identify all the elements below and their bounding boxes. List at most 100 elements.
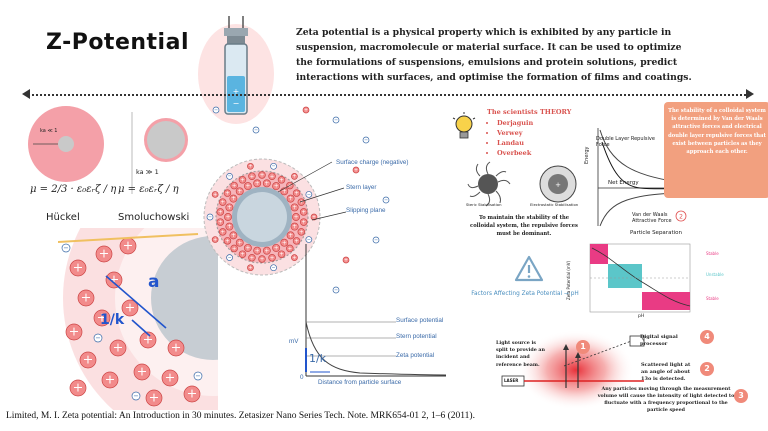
- charge-sign: −: [334, 288, 338, 293]
- charge-sign: −: [272, 266, 276, 271]
- step-2-badge: 2: [700, 362, 714, 376]
- stability-box: [664, 102, 768, 198]
- charge-sign: +: [248, 265, 252, 271]
- charge-sign: −: [214, 108, 218, 113]
- positive-charge-icon: [139, 331, 157, 349]
- positive-charge-icon: [286, 244, 294, 253]
- energy-xlabel: Particle Separation: [630, 230, 682, 236]
- charge-sign: +: [292, 224, 297, 230]
- warning-icon: [514, 255, 544, 282]
- positive-charge-icon: [291, 172, 298, 180]
- positive-charge-icon: [167, 339, 185, 357]
- charge-sign: −: [133, 392, 138, 400]
- charge-sign: +: [143, 333, 154, 348]
- positive-charge-icon: [161, 369, 179, 387]
- positive-charge-icon: [297, 198, 306, 206]
- positive-charge-icon: [235, 238, 244, 247]
- negative-charge-icon: [362, 136, 370, 144]
- stabilisation-diagrams: +: [467, 161, 577, 207]
- smoluchowski-condition: ka ≫ 1: [136, 168, 159, 176]
- svg-text:+: +: [233, 87, 240, 96]
- charge-sign: +: [218, 209, 223, 215]
- positive-charge-icon: [248, 254, 256, 262]
- double-layer-zoom: ++++++++++++++++++−−−−: [58, 228, 218, 410]
- charge-sign: +: [226, 215, 231, 221]
- positive-charge-icon: [69, 259, 87, 277]
- positive-charge-icon: [145, 389, 163, 407]
- slipping-plane-label: Slipping plane: [346, 207, 386, 214]
- divider-arrow-right: [746, 89, 754, 99]
- positive-charge-icon: [105, 271, 123, 289]
- charge-sign: −: [228, 256, 232, 261]
- charge-sign: +: [292, 205, 297, 211]
- positive-charge-icon: [79, 351, 97, 369]
- negative-charge-icon: [305, 236, 313, 243]
- charge-sign: +: [245, 184, 250, 190]
- positive-charge-icon: [133, 363, 151, 381]
- ph-ylabel: Zeta Potential (mV): [566, 260, 571, 300]
- model-diagrams: [28, 106, 188, 194]
- theory-title: The scientists THEORY: [487, 108, 572, 116]
- charge-sign: +: [81, 291, 92, 306]
- charge-sign: +: [73, 381, 84, 396]
- charge-sign: +: [231, 233, 236, 239]
- positive-charge-icon: [77, 289, 95, 307]
- charge-sign: +: [69, 325, 80, 340]
- charge-sign: +: [237, 240, 242, 246]
- positive-charge-icon: [286, 194, 295, 203]
- charged-particle: ++++++++++++++++++++++++++++++++++++++++…: [203, 106, 390, 293]
- charge-sign: +: [218, 220, 223, 226]
- positive-charge-icon: [258, 171, 266, 179]
- charge-sign: +: [83, 353, 94, 368]
- step-4-badge: 4: [700, 330, 714, 344]
- charge-sign: +: [264, 181, 269, 187]
- positive-charge-icon: [286, 231, 295, 240]
- charge-sign: +: [165, 371, 176, 386]
- step-1-badge: 1: [576, 340, 590, 354]
- positive-charge-icon: [292, 213, 300, 221]
- electrostatic-label: Electrostatic Stabilisation: [530, 202, 579, 207]
- charge-sign: +: [292, 255, 296, 261]
- repulsive-label: Double Layer Repulsive Force: [596, 136, 655, 148]
- charge-sign: +: [171, 341, 182, 356]
- smoluchowski-label: Smoluchowski: [118, 212, 190, 223]
- negative-charge-icon: [93, 333, 103, 343]
- charge-sign: +: [237, 189, 242, 195]
- charge-sign: +: [301, 209, 306, 215]
- charge-sign: −: [334, 118, 338, 123]
- charge-sign: +: [288, 233, 293, 239]
- positive-charge-icon: [230, 244, 238, 253]
- svg-text:2: 2: [679, 214, 683, 221]
- charge-sign: +: [299, 229, 304, 235]
- charge-sign: +: [299, 200, 304, 206]
- positive-charge-icon: [238, 250, 247, 258]
- charge-sign: +: [240, 177, 245, 183]
- charge-sign: −: [228, 175, 232, 180]
- positive-charge-icon: [253, 179, 262, 188]
- charge-sign: +: [240, 252, 245, 258]
- negative-charge-icon: [332, 116, 340, 124]
- charge-sign: +: [220, 200, 225, 206]
- positive-charge-icon: [218, 198, 227, 206]
- surface-potential-label: Surface potential: [396, 317, 444, 324]
- positive-charge-icon: [299, 208, 308, 216]
- positive-charge-icon: [211, 191, 219, 198]
- mv-label: mV: [289, 338, 299, 345]
- charge-sign: +: [279, 252, 284, 258]
- positive-charge-icon: [238, 176, 247, 184]
- positive-charge-icon: [230, 181, 238, 190]
- distance-label: Distance from particle surface: [318, 379, 402, 386]
- theory-name: Verwey: [497, 128, 533, 138]
- charge-sign: +: [292, 174, 296, 180]
- positive-charge-icon: [342, 256, 350, 264]
- charge-sign: +: [232, 246, 237, 252]
- charge-sign: +: [304, 107, 308, 113]
- charge-sign: −: [384, 198, 388, 203]
- charge-sign: +: [354, 167, 358, 173]
- charge-sign: −: [95, 334, 100, 342]
- charge-sign: +: [232, 183, 237, 189]
- charge-sign: +: [301, 220, 306, 226]
- radius-label: a: [148, 272, 160, 292]
- positive-charge-icon: [272, 243, 281, 252]
- charge-sign: +: [137, 365, 148, 380]
